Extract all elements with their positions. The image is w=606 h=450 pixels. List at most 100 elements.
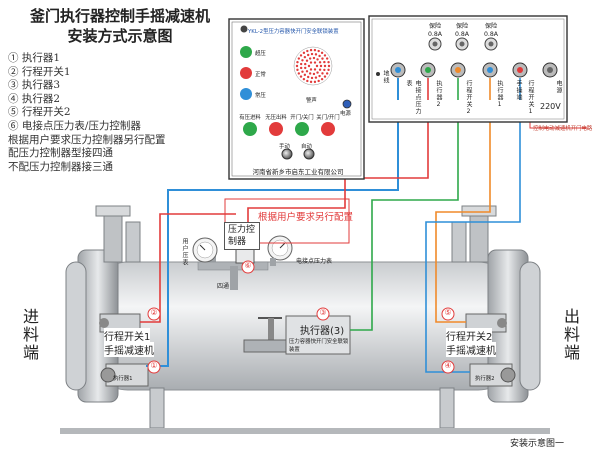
- lamp-label-overpressure: 超压: [255, 51, 266, 57]
- speaker-hole: [316, 71, 319, 74]
- panel-model: YKL-2型压力容器快开门安全联锁装置: [248, 29, 339, 35]
- actuator-caption: 压力容器快开门安全联锁装置: [289, 339, 349, 353]
- speaker-hole: [314, 76, 318, 79]
- speaker-hole: [313, 68, 317, 71]
- speaker-hole: [310, 76, 314, 80]
- speaker-label: 警声: [306, 98, 317, 104]
- button-label-2: 无压出料: [265, 115, 287, 121]
- marker-4: ④: [444, 361, 452, 370]
- executor2-small-label: 执行器2: [475, 376, 495, 382]
- knob-manual: [281, 148, 293, 160]
- legend-item: 配压力控制器型接四通: [8, 147, 113, 160]
- legend: ① 执行器1 ② 行程开关1 ③ 执行器3 ④ 执行器2 ⑤ 行程开关2 ⑥ 电…: [8, 52, 238, 174]
- speaker-hole: [312, 72, 316, 76]
- speaker-hole: [303, 73, 307, 77]
- speaker-hole: [305, 59, 309, 62]
- speaker-hole: [317, 49, 320, 53]
- speaker-hole: [320, 51, 324, 55]
- voltage-label: 220V: [540, 102, 561, 111]
- marker-1: ①: [150, 361, 158, 370]
- speaker-hole: [323, 68, 326, 72]
- title-line-2: 安装方式示意图: [67, 27, 173, 45]
- speaker-hole: [296, 60, 299, 64]
- speaker-hole: [299, 75, 303, 78]
- speaker-hole: [297, 57, 301, 60]
- legend-item: 不配压力控制器接三通: [8, 160, 113, 173]
- gear2-label: 手摇减速机: [446, 342, 496, 357]
- speaker-hole: [301, 70, 304, 73]
- terminal-label-7: 电源: [555, 80, 562, 94]
- speaker-hole: [321, 57, 324, 60]
- knob-label-auto: 自动: [301, 144, 312, 150]
- lamp-label-atmospheric: 常压: [255, 93, 266, 99]
- marker-2: ②: [150, 308, 158, 317]
- lamp-label-normal: 正常: [255, 72, 266, 78]
- speaker-hole: [299, 54, 303, 57]
- lamp-normal: [240, 67, 252, 79]
- executor3-label: 执行器(3): [300, 326, 345, 337]
- speaker-hole: [315, 64, 319, 68]
- markers: [147, 260, 455, 374]
- ground-label: 地线: [382, 70, 389, 84]
- speaker-hole: [299, 62, 303, 66]
- speaker-hole: [309, 68, 313, 71]
- speaker-hole: [318, 54, 321, 58]
- speaker-hole: [297, 72, 301, 75]
- terminal-label-4: 执行器1: [496, 80, 503, 109]
- button-label-3: 开门/关门: [290, 115, 314, 121]
- marker-3: ③: [319, 308, 327, 317]
- marker-6: ⑥: [244, 261, 252, 270]
- speaker-hole: [321, 72, 324, 75]
- control-panel: [228, 18, 365, 180]
- speaker-hole: [313, 80, 317, 84]
- outlet-end-label: 出料端: [563, 307, 580, 362]
- speaker-hole: [318, 61, 322, 64]
- terminal-posts: [390, 62, 558, 78]
- page-title: 釜门执行器控制手摇减速机 安装方式示意图: [10, 6, 230, 46]
- speaker-hole: [323, 60, 326, 64]
- legend-item: ⑥ 电接点压力表/压力控制器: [8, 119, 141, 132]
- contact-gauge-label: 电接点压力表: [296, 258, 333, 265]
- marker-5: ⑤: [444, 308, 452, 317]
- legend-item: ④ 执行器2: [8, 92, 61, 105]
- speaker-hole: [317, 79, 320, 83]
- terminal-label-3: 行程开关2: [465, 80, 472, 116]
- speaker-hole: [295, 64, 299, 68]
- lamp-overpressure: [240, 46, 252, 58]
- speaker-hole: [299, 66, 303, 70]
- speaker-hole: [309, 80, 313, 84]
- wire-blue: [146, 100, 399, 367]
- speaker-hole: [304, 62, 307, 66]
- limit1-label: 行程开关1: [104, 328, 151, 343]
- wire-blue-2: [425, 100, 521, 373]
- footer-caption: 安装示意图一: [510, 439, 565, 449]
- wire-red-limit1: [140, 213, 236, 323]
- terminal-label-5: 行程开关1: [527, 80, 534, 116]
- speaker-hole: [323, 75, 327, 78]
- speaker-hole: [320, 77, 324, 81]
- speaker-hole: [314, 53, 318, 56]
- legend-item: ① 执行器1: [8, 52, 61, 64]
- config-note: 根据用户要求另行配置: [258, 212, 354, 223]
- speaker-hole: [308, 57, 312, 60]
- speaker-hole: [302, 51, 306, 55]
- title-line-1: 釜门执行器控制手摇减速机: [29, 7, 210, 25]
- speaker-hole: [325, 57, 329, 60]
- speaker-hole: [310, 52, 314, 56]
- legend-item: ⑤ 行程开关2: [8, 106, 71, 119]
- inlet-end-label: 进料端: [22, 307, 39, 362]
- limit2-label: 行程开关2: [446, 328, 493, 343]
- speaker-hole: [305, 70, 309, 73]
- speaker-hole: [309, 48, 313, 52]
- terminal-box: [368, 15, 568, 123]
- speaker-hole: [296, 68, 299, 72]
- speaker-hole: [309, 61, 313, 64]
- speaker-hole: [306, 49, 309, 53]
- button-open-close: [295, 122, 309, 136]
- speaker-icon: [293, 46, 333, 86]
- gear1-label: 手摇减速机: [104, 342, 154, 357]
- pressure-controller-label: 压力控制器: [224, 222, 260, 250]
- executor3-valve: [243, 315, 351, 355]
- wire-red: [247, 100, 429, 225]
